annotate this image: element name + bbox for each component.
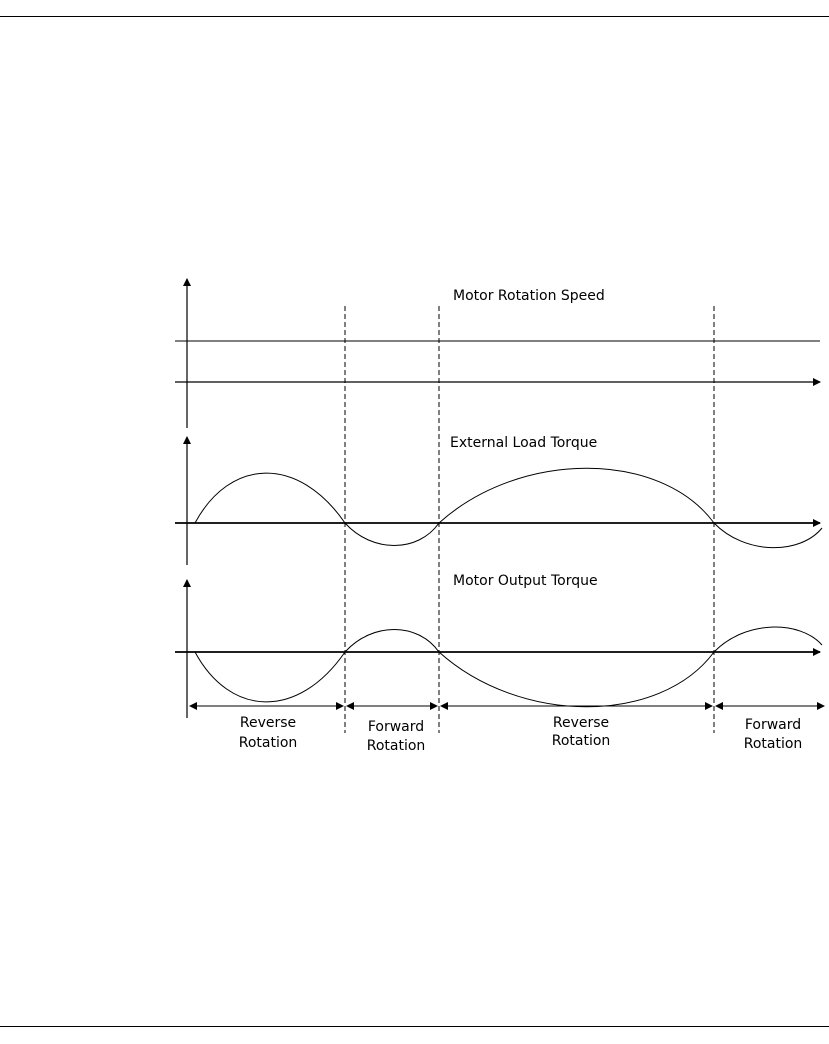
segment-label-line2: Rotation xyxy=(367,738,426,754)
page-bottom-rule xyxy=(0,1026,829,1027)
segment-label-line2: Rotation xyxy=(552,733,611,749)
segment-label-line1: Forward xyxy=(368,719,424,735)
output-plot-title: Motor Output Torque xyxy=(453,573,598,589)
output-torque-curve xyxy=(194,626,823,708)
load-plot-title: External Load Torque xyxy=(450,435,597,451)
speed-plot-title: Motor Rotation Speed xyxy=(453,288,605,304)
segment-label-line2: Rotation xyxy=(239,735,298,751)
segment-label-line1: Reverse xyxy=(240,715,296,731)
page-top-rule xyxy=(0,16,829,17)
segment-label-line1: Forward xyxy=(745,717,801,733)
load-torque-curve xyxy=(194,467,823,549)
segment-label-line1: Reverse xyxy=(553,715,609,731)
segment-label-line2: Rotation xyxy=(744,736,803,752)
